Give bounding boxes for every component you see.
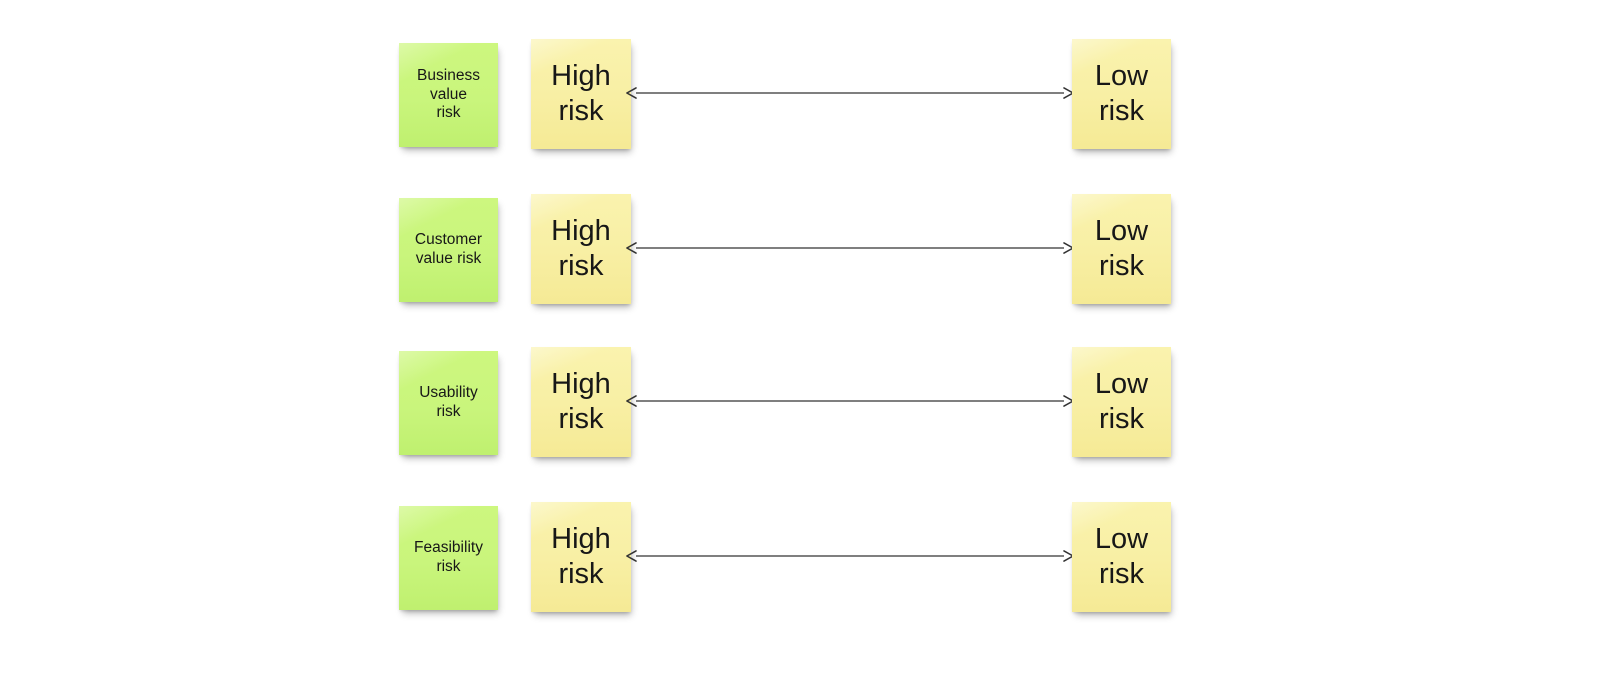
high-risk-note-label: High risk (551, 522, 611, 590)
category-note-label: Usability risk (419, 384, 478, 420)
high-risk-note-label: High risk (551, 214, 611, 282)
high-risk-note-business-value[interactable]: High risk (531, 39, 631, 149)
low-risk-note-label: Low risk (1094, 59, 1149, 127)
risk-spectrum-arrow-customer-value (626, 236, 1074, 260)
category-note-label: Customer value risk (414, 231, 483, 267)
category-note-customer-value-risk[interactable]: Customer value risk (399, 198, 498, 302)
low-risk-note-customer-value[interactable]: Low risk (1072, 194, 1171, 304)
category-note-label: Business value risk (417, 66, 480, 122)
category-note-label: Feasibility risk (414, 539, 483, 575)
high-risk-note-usability[interactable]: High risk (531, 347, 631, 457)
risk-row-business-value: Business value risk High risk Low risk (0, 31, 1600, 191)
high-risk-note-label: High risk (551, 59, 611, 127)
low-risk-note-business-value[interactable]: Low risk (1072, 39, 1171, 149)
low-risk-note-label: Low risk (1094, 522, 1149, 590)
high-risk-note-label: High risk (551, 367, 611, 435)
high-risk-note-customer-value[interactable]: High risk (531, 194, 631, 304)
category-note-feasibility-risk[interactable]: Feasibility risk (399, 506, 498, 610)
risk-row-customer-value: Customer value risk High risk Low risk (0, 186, 1600, 346)
low-risk-note-feasibility[interactable]: Low risk (1072, 502, 1171, 612)
risk-row-usability: Usability risk High risk Low risk (0, 339, 1600, 499)
high-risk-note-feasibility[interactable]: High risk (531, 502, 631, 612)
category-note-usability-risk[interactable]: Usability risk (399, 351, 498, 455)
low-risk-note-label: Low risk (1094, 367, 1149, 435)
low-risk-note-label: Low risk (1094, 214, 1149, 282)
risk-spectrum-arrow-feasibility (626, 544, 1074, 568)
risk-spectrum-arrow-usability (626, 389, 1074, 413)
risk-row-feasibility: Feasibility risk High risk Low risk (0, 494, 1600, 654)
category-note-business-value-risk[interactable]: Business value risk (399, 43, 498, 147)
low-risk-note-usability[interactable]: Low risk (1072, 347, 1171, 457)
risk-spectrum-arrow-business-value (626, 81, 1074, 105)
